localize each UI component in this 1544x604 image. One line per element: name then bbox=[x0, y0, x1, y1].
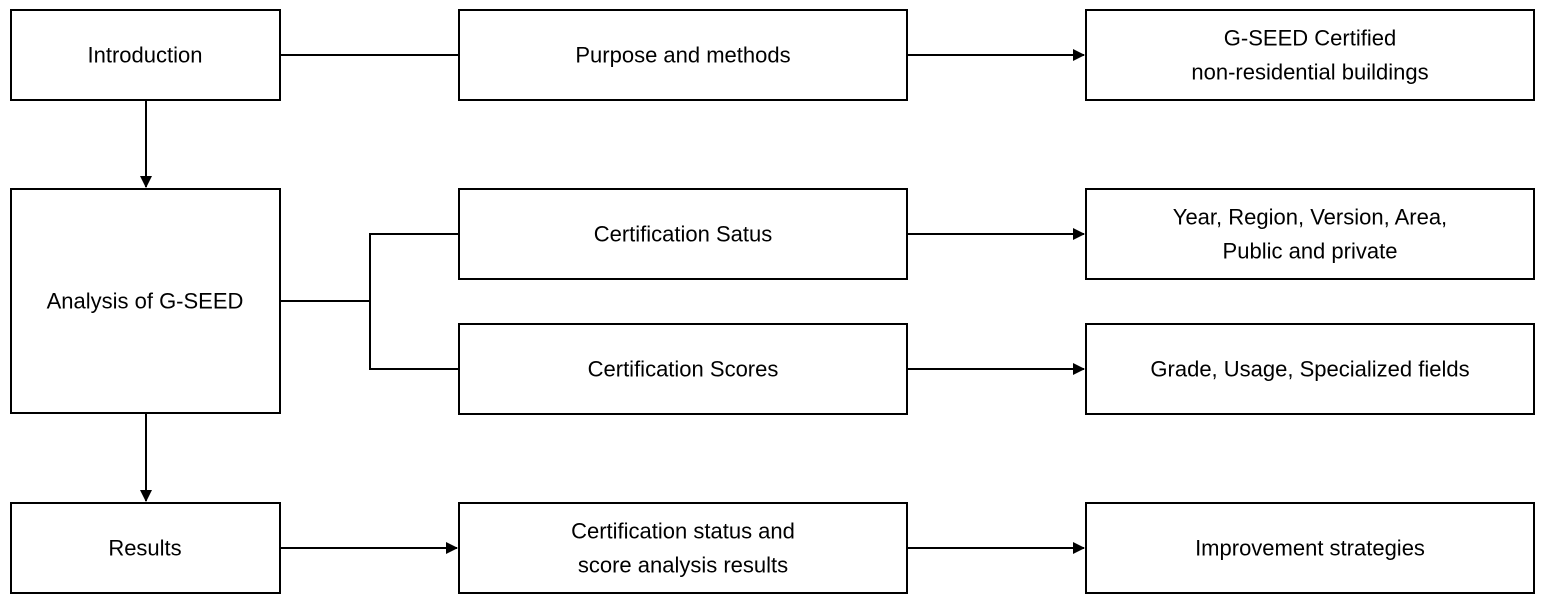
node-gseed-certified-line-1: G-SEED Certified bbox=[1224, 26, 1396, 51]
node-improvement: Improvement strategies bbox=[1085, 502, 1535, 594]
node-analysis-gseed-label: Analysis of G-SEED bbox=[47, 289, 244, 314]
node-year-region-line-1: Year, Region, Version, Area, bbox=[1173, 205, 1447, 230]
node-results-label: Results bbox=[108, 536, 181, 561]
node-gseed-certified: G-SEED Certified non-residential buildin… bbox=[1085, 9, 1535, 101]
node-analysis-gseed: Analysis of G-SEED bbox=[10, 188, 281, 414]
node-status-score-results-line-1: Certification status and bbox=[571, 519, 795, 544]
connector-branch-to-scores bbox=[369, 301, 459, 370]
node-certification-scores-label: Certification Scores bbox=[588, 357, 779, 382]
node-certification-status: Certification Satus bbox=[458, 188, 908, 280]
node-status-score-results: Certification status and score analysis … bbox=[458, 502, 908, 594]
node-purpose-methods-label: Purpose and methods bbox=[575, 43, 790, 68]
connectors bbox=[140, 49, 1085, 554]
node-certification-status-label: Certification Satus bbox=[594, 222, 773, 247]
connector-branch-to-status bbox=[369, 233, 459, 301]
node-introduction: Introduction bbox=[10, 9, 281, 101]
node-gseed-certified-line-2: non-residential buildings bbox=[1191, 60, 1428, 85]
node-results: Results bbox=[10, 502, 281, 594]
node-introduction-label: Introduction bbox=[88, 43, 203, 68]
node-grade-usage-label: Grade, Usage, Specialized fields bbox=[1150, 357, 1469, 382]
node-grade-usage: Grade, Usage, Specialized fields bbox=[1085, 323, 1535, 415]
node-year-region-line-2: Public and private bbox=[1223, 239, 1398, 264]
node-improvement-label: Improvement strategies bbox=[1195, 536, 1425, 561]
node-purpose-methods: Purpose and methods bbox=[458, 9, 908, 101]
node-year-region: Year, Region, Version, Area, Public and … bbox=[1085, 188, 1535, 280]
node-certification-scores: Certification Scores bbox=[458, 323, 908, 415]
node-status-score-results-line-2: score analysis results bbox=[578, 553, 788, 578]
